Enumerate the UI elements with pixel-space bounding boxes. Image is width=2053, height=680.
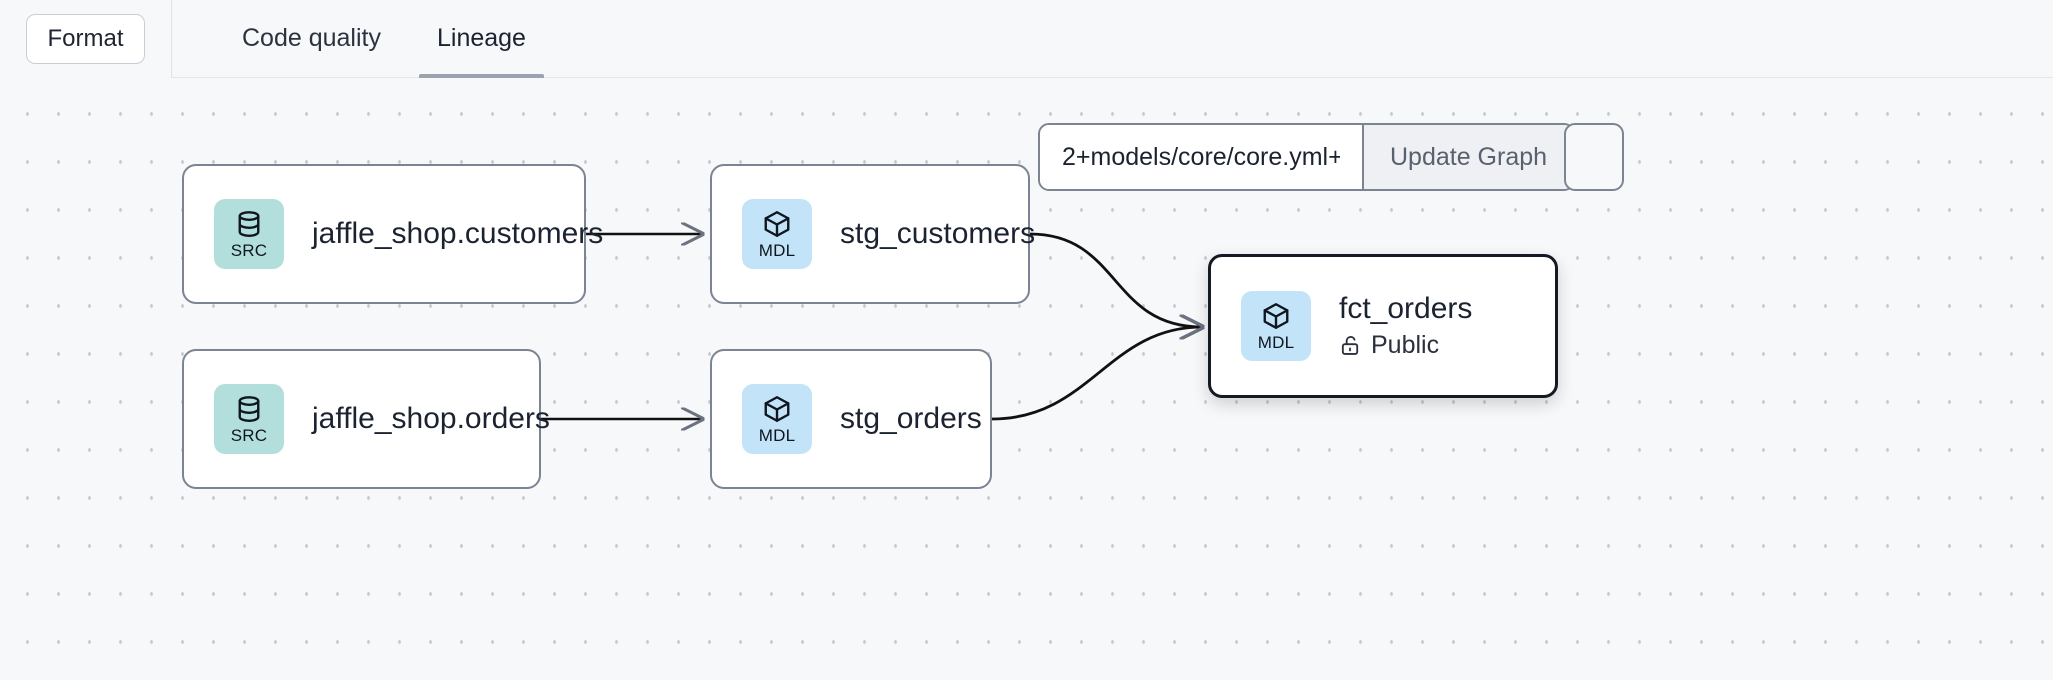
graph-selector-input[interactable] — [1040, 125, 1362, 189]
update-graph-button[interactable]: Update Graph — [1362, 125, 1574, 189]
lineage-node-fct-orders[interactable]: MDL fct_orders Public — [1208, 254, 1558, 398]
editor-toolbar: Format Code quality Lineage — [0, 0, 2053, 78]
database-icon — [238, 396, 260, 422]
node-title: stg_orders — [840, 401, 982, 435]
badge-label: MDL — [758, 241, 796, 260]
node-type-badge-src: SRC — [214, 199, 284, 269]
node-text-group: stg_orders — [840, 402, 982, 437]
node-access-label: Public — [1371, 330, 1440, 359]
node-type-badge-mdl: MDL — [1241, 291, 1311, 361]
node-text-group: fct_orders Public — [1339, 292, 1472, 360]
badge-label: MDL — [1257, 333, 1295, 352]
edge-stg-orders-to-fct-orders — [991, 327, 1202, 421]
node-type-badge-mdl: MDL — [742, 199, 812, 269]
node-title: stg_customers — [840, 216, 1036, 250]
database-icon — [238, 211, 260, 237]
node-title: jaffle_shop.orders — [312, 401, 550, 435]
node-access-row: Public — [1339, 331, 1472, 360]
cube-icon — [764, 396, 790, 422]
tab-lineage[interactable]: Lineage — [409, 0, 554, 78]
badge-label: MDL — [758, 426, 796, 445]
node-title: jaffle_shop.customers — [312, 216, 604, 250]
node-type-badge-mdl: MDL — [742, 384, 812, 454]
tab-bar: Code quality Lineage — [172, 0, 554, 78]
node-text-group: jaffle_shop.customers — [312, 217, 603, 252]
badge-label: SRC — [230, 426, 268, 445]
node-text-group: jaffle_shop.orders — [312, 402, 550, 437]
node-text-group: stg_customers — [840, 217, 1035, 252]
lineage-node-stg-customers[interactable]: MDL stg_customers — [710, 164, 1035, 304]
badge-label: SRC — [230, 241, 268, 260]
format-button-zone: Format — [0, 0, 172, 78]
format-button[interactable]: Format — [26, 13, 145, 64]
node-type-badge-src: SRC — [214, 384, 284, 454]
lineage-canvas[interactable]: SRC jaffle_shop.customers MDL stg_custom… — [0, 78, 2053, 680]
lineage-node-stg-orders[interactable]: MDL stg_orders — [710, 349, 992, 489]
lineage-node-jaffle-shop-customers[interactable]: SRC jaffle_shop.customers — [182, 164, 603, 304]
edge-stg-customers-to-fct-orders — [1029, 232, 1202, 327]
unlock-icon — [1341, 335, 1359, 355]
node-title: fct_orders — [1339, 292, 1473, 326]
canvas-side-control[interactable] — [1564, 123, 1624, 191]
graph-selector: Update Graph — [1038, 123, 1576, 191]
tab-code-quality[interactable]: Code quality — [242, 24, 381, 52]
cube-icon — [764, 211, 790, 237]
lineage-node-jaffle-shop-orders[interactable]: SRC jaffle_shop.orders — [182, 349, 550, 489]
cube-icon — [1263, 303, 1289, 329]
